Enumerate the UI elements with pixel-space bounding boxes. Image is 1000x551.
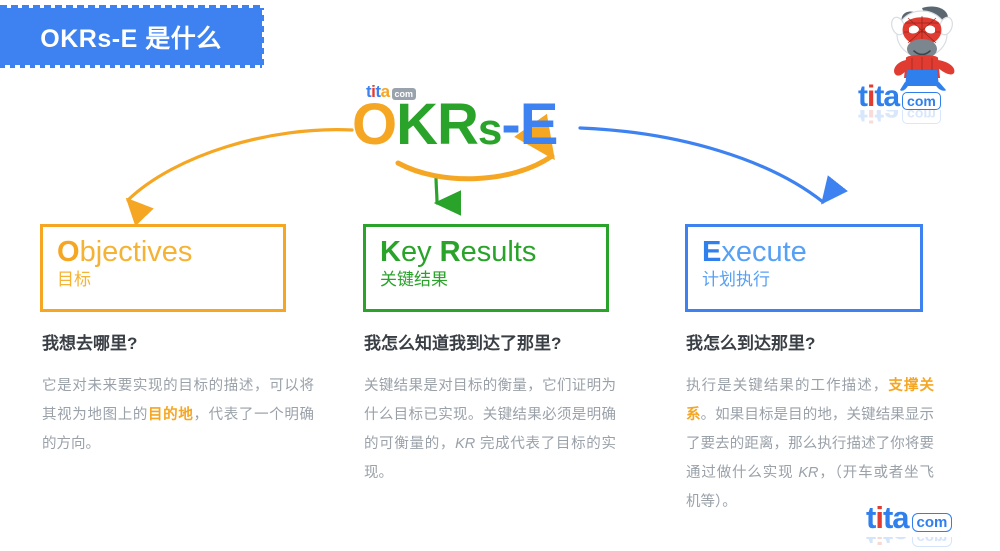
logo-letter-t1: t [866,500,876,535]
page-title: OKRs-E 是什么 [40,24,222,53]
body-text-part2: 完成代表了目标的实现。 [364,436,616,482]
logo-letter-a: a [892,500,909,535]
execute-arrow [578,126,848,205]
logo-letter-t1: t [858,80,868,113]
wordmark-o: O [352,92,397,157]
reflection-letter-a: a [892,537,908,551]
concept-subtitle-objectives: 目标 [57,270,91,290]
body-text-part3: ，（开车或者坐飞机等）。 [686,465,934,511]
reflection-letter-t2: t [883,537,892,551]
logo-letter-t2: t [375,82,381,101]
logo-letter-i: i [371,82,376,101]
wordmark-e: E [519,92,559,157]
wordmark-s: s [477,105,503,154]
concept-box-execute: Execute 计划执行 [685,224,923,312]
concept-title-rest: xecute [721,236,807,268]
wordmark-kr: KR [396,92,479,157]
body-text-part2: 。如果目标是目的地，关键结果显示了要去的距离，那么执行描述了你将要通过做什么实现 [686,407,934,482]
logo-letter-t1: t [366,82,372,101]
reflection-letter-i: i [867,110,875,128]
concept-title-initial: K [380,236,401,268]
concept-title-mid: ey [400,236,440,268]
concept-title-initial: E [702,236,722,268]
keyresults-arrow [433,174,462,216]
concept-title-initial: O [57,236,80,268]
reflection-letter-a: a [883,110,900,128]
body-highlight: 支撑关系 [686,378,935,424]
column-body-objectives: 它是对未来要实现的目标的描述，可以将其视为地图上的目的地，代表了一个明确的方向。 [42,372,314,459]
column-question-execute: 我怎么到达那里? [686,334,816,353]
slide-title-banner: OKRs-E 是什么 [0,5,264,68]
concept-title-initial-2: R [439,236,461,268]
tita-mascot-icon [891,6,955,91]
okrse-wordmark: OKRs-E [352,96,558,154]
concept-subtitle-keyresults: 关键结果 [380,270,448,290]
reflection-letter-t2: t [874,110,884,128]
body-text-part2: ，代表了一个明确的方向。 [42,407,315,453]
wordmark-dash: - [501,92,520,157]
banner-torn-edge [259,8,264,65]
column-question-objectives: 我想去哪里? [42,334,138,353]
concept-title-rest: esults [460,236,537,268]
objectives-arrow [125,128,354,227]
concept-title-keyresults: Key Results [380,237,606,267]
concept-box-keyresults: Key Results 关键结果 [363,224,609,312]
logo-letter-t2: t [882,500,893,535]
body-text-part1: 关键结果是对目标的衡量，它们证明为什么目标已实现。关键结果必须是明确的可衡量的， [364,378,616,453]
logo-letter-i: i [875,500,884,535]
text-column-keyresults: 我怎么知道我到达了那里? 关键结果是对目标的衡量，它们证明为什么目标已实现。关键… [364,334,616,488]
body-italic-kr: KR [455,436,476,453]
body-text-part1: 它是对未来要实现的目标的描述，可以将其视为地图上的 [42,378,314,424]
logo-com-badge: com [902,92,941,110]
concept-box-objectives: Objectives 目标 [40,224,286,312]
column-body-execute: 执行是关键结果的工作描述，支撑关系。如果目标是目的地，关键结果显示了要去的距离，… [686,372,934,517]
concept-title-rest: bjectives [79,236,193,268]
concept-subtitle-execute: 计划执行 [702,270,770,290]
body-text-part1: 执行是关键结果的工作描述， [686,378,889,395]
logo-letter-a: a [883,80,900,113]
logo-letter-a: a [380,82,390,101]
body-italic-kr: KR [798,465,819,482]
logo-com-badge: com [391,88,417,100]
logo-com-badge: com [911,512,953,532]
reflection-com-badge: com [902,110,941,124]
text-column-execute: 我怎么到达那里? 执行是关键结果的工作描述，支撑关系。如果目标是目的地，关键结果… [686,334,934,517]
reflection-com-badge: com [911,537,953,547]
body-highlight: 目的地 [148,407,194,424]
column-body-keyresults: 关键结果是对目标的衡量，它们证明为什么目标已实现。关键结果必须是明确的可衡量的，… [364,372,616,488]
text-column-objectives: 我想去哪里? 它是对未来要实现的目标的描述，可以将其视为地图上的目的地，代表了一… [42,334,314,459]
logo-letter-t2: t [874,80,884,113]
column-question-keyresults: 我怎么知道我到达了那里? [364,334,562,353]
concept-title-objectives: Objectives [57,237,283,267]
concept-title-execute: Execute [702,237,920,267]
logo-letter-i: i [867,80,875,113]
reflection-letter-t1: t [858,110,867,128]
reflection-letter-t1: t [866,537,875,551]
reflection-letter-i: i [875,537,883,551]
